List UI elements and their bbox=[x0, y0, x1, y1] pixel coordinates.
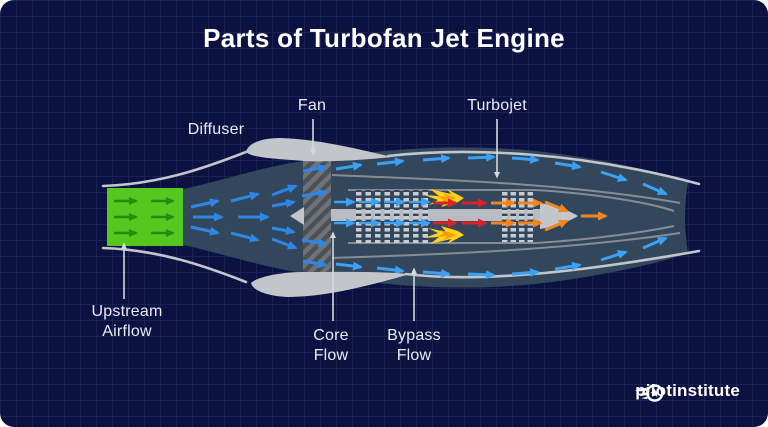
top-cowl bbox=[246, 138, 392, 162]
fan-disc bbox=[303, 159, 331, 273]
combustion-flow-arrows bbox=[433, 198, 488, 228]
winged-star-badge-icon bbox=[635, 384, 664, 402]
fan-through-arrows bbox=[301, 163, 328, 269]
bypass-duct-walls bbox=[331, 174, 681, 259]
label-turbojet: Turbojet bbox=[467, 97, 527, 114]
upstream-flow-arrows bbox=[114, 197, 175, 237]
core-flow-arrows bbox=[334, 197, 431, 228]
exhaust-flow-arrows bbox=[491, 198, 608, 232]
bypass-flow-arrows-bottom bbox=[335, 236, 668, 280]
label-core-flow-line2: Flow bbox=[313, 347, 349, 364]
bottom-cowl bbox=[251, 271, 410, 297]
label-upstream-airflow: Upstream Airflow bbox=[92, 302, 163, 342]
upstream-airflow-box bbox=[107, 188, 183, 246]
turbine-blades bbox=[502, 191, 533, 242]
compressor-blades bbox=[356, 190, 428, 243]
label-core-flow: Core Flow bbox=[313, 326, 348, 366]
label-upstream-airflow-line2: Airflow bbox=[102, 323, 152, 340]
intake-lip-lines bbox=[101, 150, 248, 284]
drive-shaft bbox=[330, 209, 542, 221]
label-fan: Fan bbox=[297, 97, 327, 114]
label-pointer-lines bbox=[121, 119, 500, 321]
label-diffuser: Diffuser bbox=[187, 121, 245, 138]
label-core-flow-line1: Core bbox=[313, 327, 349, 344]
label-bypass-flow-line2: Flow bbox=[396, 347, 432, 364]
exhaust-cone bbox=[540, 203, 578, 229]
label-bypass-flow: Bypass Flow bbox=[387, 326, 441, 366]
label-bypass-flow-line1: Bypass bbox=[387, 327, 441, 344]
page-title: Parts of Turbofan Jet Engine bbox=[203, 23, 565, 53]
intake-flow-arrows bbox=[190, 184, 298, 250]
fan-spinner-cone bbox=[290, 207, 304, 225]
brand-logo: pilotinstitute bbox=[635, 381, 740, 402]
label-upstream-airflow-line1: Upstream bbox=[91, 303, 163, 320]
bypass-flow-arrows-top bbox=[335, 152, 668, 196]
